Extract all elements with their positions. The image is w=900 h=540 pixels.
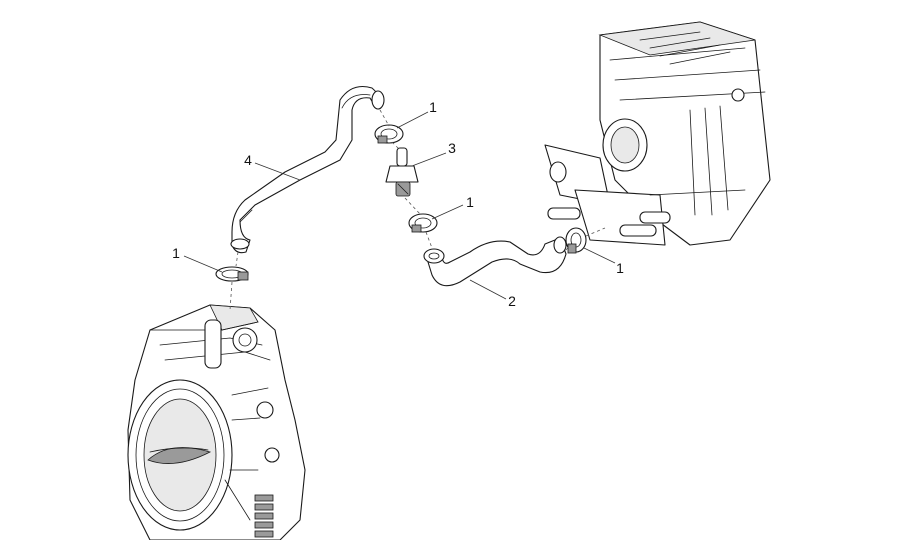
leader-lines (183, 111, 616, 300)
assembly-axes (229, 109, 606, 311)
clamp-top-part (374, 124, 404, 144)
air-box (544, 21, 771, 246)
clamp-right-part (565, 227, 587, 254)
valve-part (385, 147, 419, 197)
callout-hose-short: 2 (508, 293, 516, 309)
callout-hose-long: 4 (244, 152, 252, 168)
clamp-left-part (215, 266, 249, 282)
cooling-fins (254, 494, 274, 538)
clamp-middle-part (408, 213, 438, 233)
engine-cover (127, 304, 306, 540)
callout-valve: 3 (448, 140, 456, 156)
callout-clamp-right: 1 (616, 260, 624, 276)
hose-short-part (423, 236, 567, 287)
callout-clamp-middle: 1 (466, 194, 474, 210)
hose-long-part (230, 85, 385, 254)
callout-clamp-top: 1 (429, 99, 437, 115)
callout-clamp-left: 1 (172, 245, 180, 261)
